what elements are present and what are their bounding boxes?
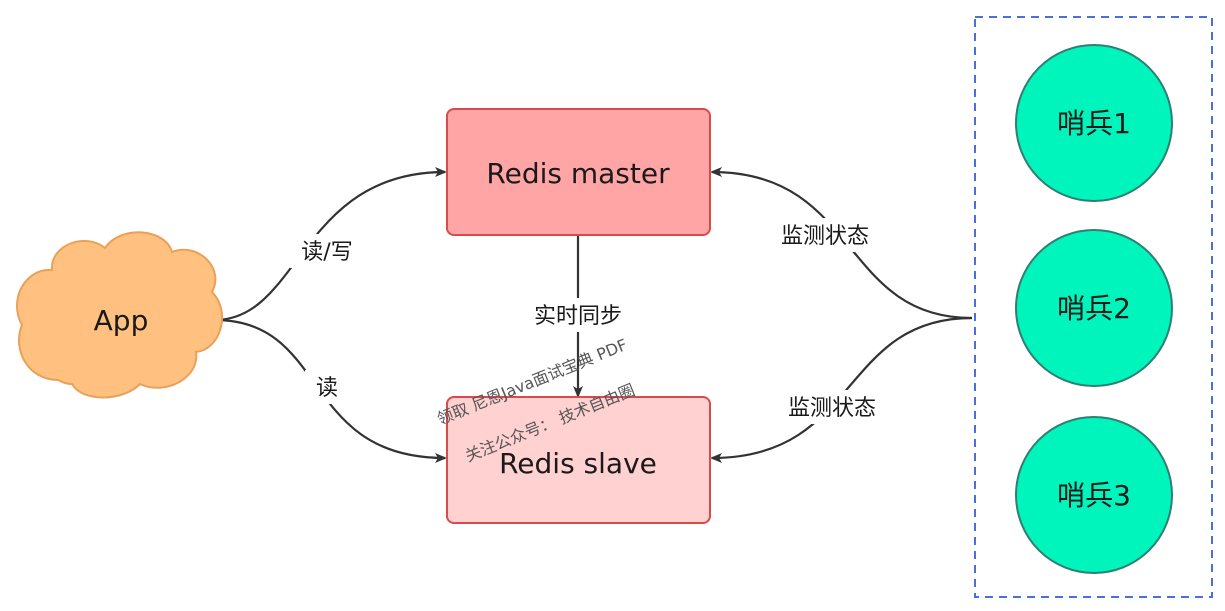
sentinel-3-node [1015, 416, 1173, 574]
edge-label-app-slave: 读 [316, 376, 338, 401]
edge-label-app-master: 读/写 [301, 240, 352, 265]
sentinel-3-label: 哨兵3 [1057, 479, 1131, 512]
redis-master-label: Redis master [486, 157, 670, 190]
sentinel-2-node [1015, 229, 1173, 387]
edge-sentinel-slave [710, 316, 973, 463]
edge-label-master-slave: 实时同步 [534, 304, 622, 329]
sentinel-2-label: 哨兵2 [1057, 292, 1131, 325]
edge-label-sentinel-master: 监测状态 [781, 224, 869, 249]
app-label: App [94, 304, 149, 337]
redis-slave-label: Redis slave [499, 447, 657, 480]
sentinel-1-node [1015, 44, 1173, 202]
edge-label-sentinel-slave: 监测状态 [788, 396, 876, 421]
redis-slave-node [446, 396, 711, 524]
sentinel-1-label: 哨兵1 [1057, 107, 1131, 140]
sentinel-group [974, 16, 1213, 598]
app-cloud [16, 231, 223, 399]
redis-master-node [446, 108, 711, 236]
